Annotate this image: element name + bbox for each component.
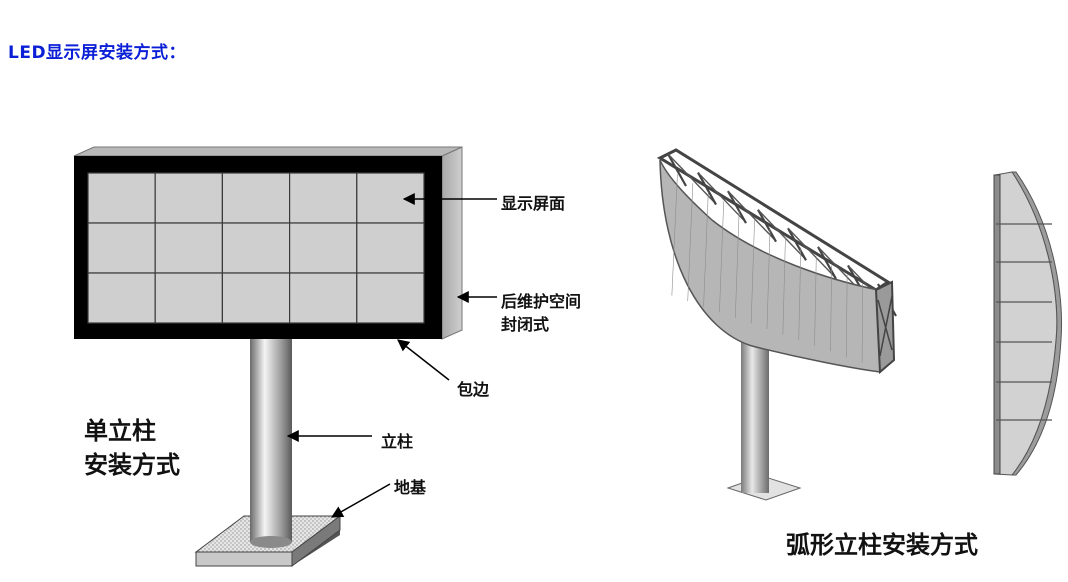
curved-module-line bbox=[734, 210, 740, 318]
truss-diagonal bbox=[757, 209, 807, 261]
curved-profile-ribs bbox=[996, 223, 1052, 421]
curved-module-line bbox=[687, 183, 694, 302]
cabinet-side bbox=[441, 146, 463, 340]
curved-module-line bbox=[830, 265, 833, 352]
screen-module bbox=[221, 222, 291, 274]
label-display-surface: 显示屏面 bbox=[501, 194, 566, 213]
curved-module-line bbox=[798, 247, 802, 341]
screen-module bbox=[221, 172, 291, 224]
screen-module bbox=[87, 172, 156, 224]
curved-screen-grid bbox=[671, 174, 863, 363]
screen-module bbox=[356, 272, 425, 324]
curved-profile-panel bbox=[994, 171, 1058, 476]
curved-profile-edge bbox=[993, 174, 1001, 475]
label-rear-maintenance: 后维护空间 bbox=[501, 292, 582, 311]
truss-diagonal bbox=[787, 227, 837, 279]
screen-module bbox=[87, 272, 156, 324]
curved-module-line bbox=[766, 228, 771, 330]
screen-module bbox=[154, 222, 223, 274]
screen-module bbox=[154, 172, 223, 224]
truss-strut bbox=[667, 153, 687, 187]
truss-strut bbox=[817, 246, 837, 280]
screen-module bbox=[87, 222, 156, 274]
truss-strut bbox=[727, 190, 747, 224]
truss-strut bbox=[757, 209, 777, 243]
caption-single-column-line2: 安装方式 bbox=[84, 451, 180, 479]
truss-strut bbox=[697, 172, 717, 206]
label-column: 立柱 bbox=[381, 432, 414, 451]
support-column bbox=[250, 338, 292, 548]
cabinet-top bbox=[73, 146, 463, 157]
label-border: 包边 bbox=[457, 380, 490, 399]
curved-module-line bbox=[703, 192, 709, 307]
single-column-billboard bbox=[73, 146, 497, 567]
callout-arrow-border bbox=[397, 339, 450, 381]
screen-module bbox=[289, 272, 358, 324]
curved-module-line bbox=[750, 219, 755, 324]
caption-single-column-line1: 单立柱 bbox=[84, 417, 156, 445]
truss-diagonal bbox=[727, 190, 777, 242]
screen-module bbox=[289, 222, 358, 274]
screen-module bbox=[221, 272, 291, 324]
curved-module-line bbox=[782, 238, 786, 335]
truss-members bbox=[667, 153, 897, 317]
callout-arrow-foundation bbox=[330, 483, 391, 518]
curved-module-line bbox=[671, 174, 678, 296]
screen-module bbox=[356, 222, 425, 274]
curved-support-column bbox=[741, 330, 769, 493]
screen-module bbox=[356, 172, 425, 224]
page-title: LED显示屏安装方式： bbox=[8, 43, 187, 63]
curved-screen-surface bbox=[659, 159, 881, 373]
curved-profile-view bbox=[993, 171, 1062, 476]
label-enclosed: 封闭式 bbox=[501, 315, 550, 334]
curved-billboard-3d bbox=[656, 148, 897, 501]
curved-module-line bbox=[814, 256, 817, 346]
screen-module bbox=[289, 172, 358, 224]
screen-module bbox=[154, 272, 223, 324]
label-foundation: 地基 bbox=[394, 478, 427, 497]
curved-module-line bbox=[719, 201, 725, 313]
caption-curved-column: 弧形立柱安装方式 bbox=[786, 531, 978, 559]
truss-diagonal bbox=[697, 172, 747, 224]
truss-frame bbox=[656, 148, 891, 292]
curved-module-line bbox=[845, 274, 848, 357]
truss-strut bbox=[787, 227, 807, 261]
display-screen bbox=[87, 172, 425, 324]
